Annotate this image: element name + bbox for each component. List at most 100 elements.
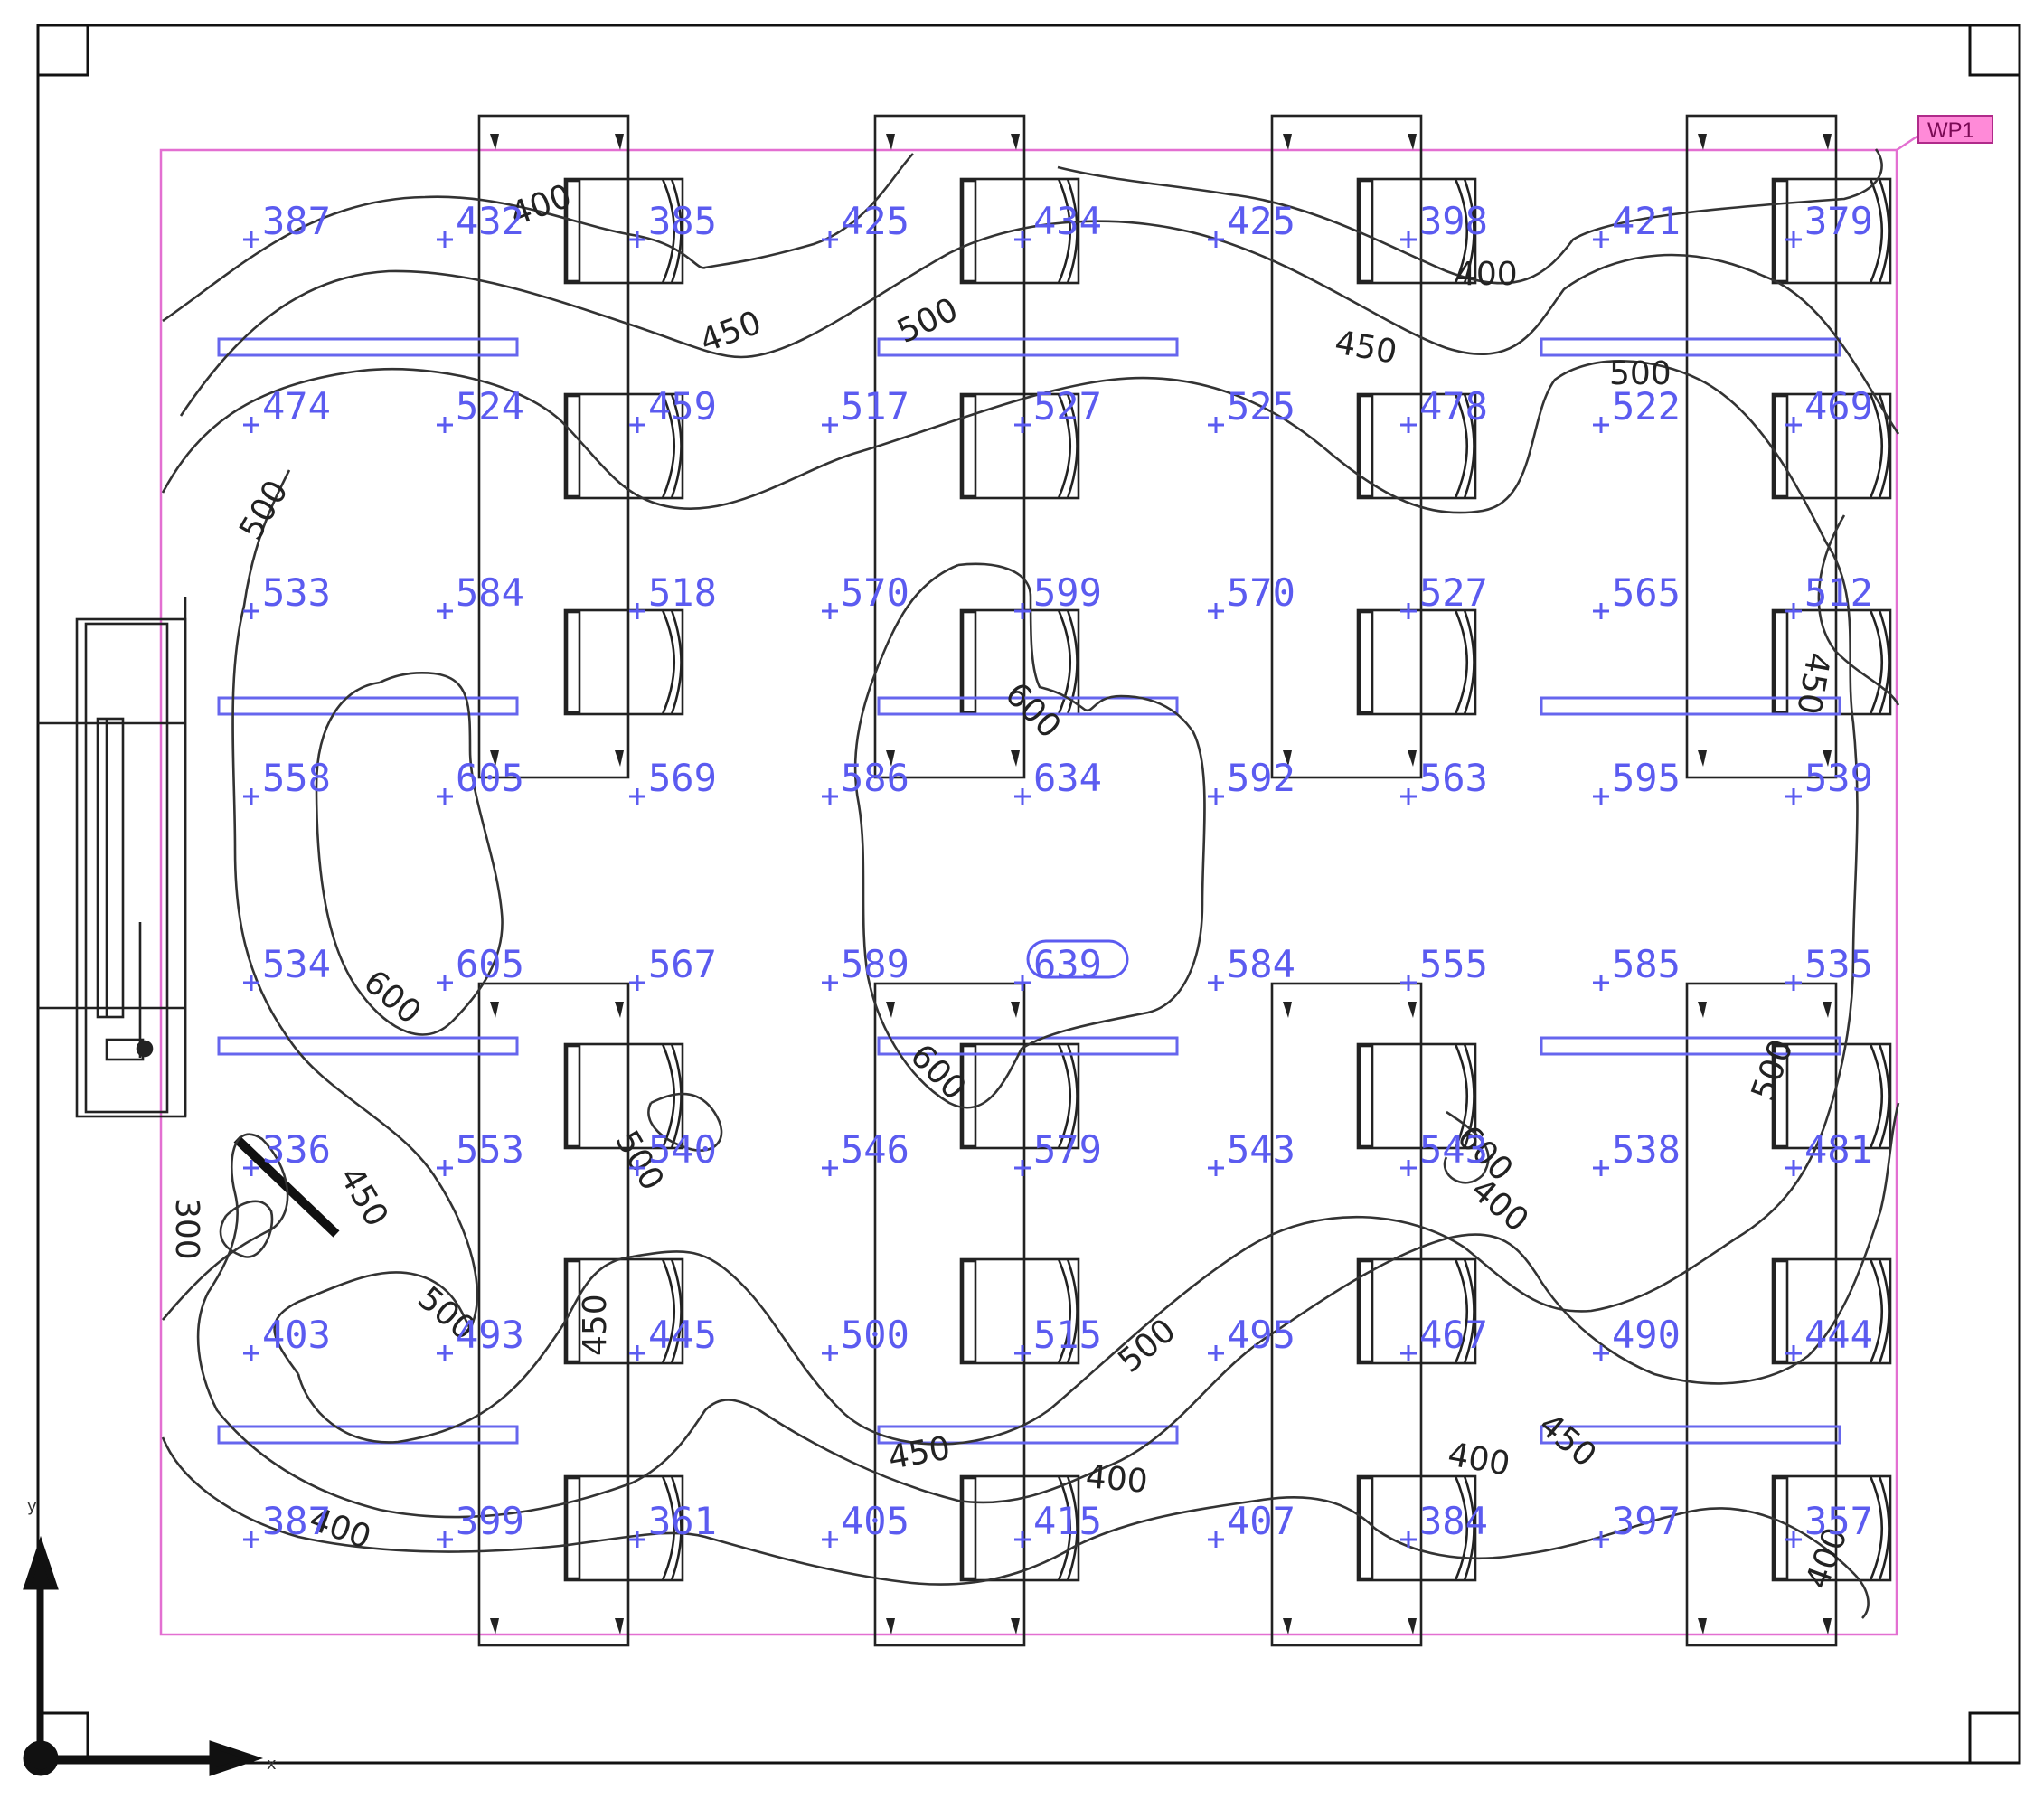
illuminance-value: 495 — [1227, 1313, 1295, 1357]
grid-point[interactable]: 546 — [822, 1127, 909, 1176]
isoline-450-lower — [162, 1102, 1900, 1519]
grid-point[interactable]: 567 — [629, 942, 717, 991]
isoline-label: 450 — [1332, 324, 1399, 371]
grid-point[interactable]: 515 — [1014, 1313, 1102, 1361]
chair — [563, 177, 684, 285]
grid-point[interactable]: 592 — [1208, 756, 1295, 805]
grid-point[interactable]: 336 — [243, 1127, 331, 1176]
isoline-label: 500 — [1745, 1034, 1801, 1106]
grid-point[interactable]: 524 — [437, 384, 524, 433]
illuminance-value: 546 — [841, 1127, 909, 1172]
grid-point[interactable]: 474 — [243, 384, 331, 433]
grid-point[interactable]: 434 — [1014, 199, 1102, 248]
grid-point[interactable]: 522 — [1593, 384, 1681, 433]
grid-point[interactable]: 527 — [1014, 384, 1102, 433]
grid-point[interactable]: 407 — [1208, 1499, 1295, 1548]
grid-point[interactable]: 495 — [1208, 1313, 1295, 1361]
grid-point[interactable]: 500 — [822, 1313, 909, 1361]
grid-point[interactable]: 639 — [1014, 939, 1129, 991]
grid-point[interactable]: 534 — [243, 942, 331, 991]
grid-point[interactable]: 459 — [629, 384, 717, 433]
grid-point[interactable]: 415 — [1014, 1499, 1102, 1548]
grid-point[interactable]: 467 — [1400, 1313, 1488, 1361]
grid-point[interactable]: 517 — [822, 384, 909, 433]
grid-point[interactable]: 493 — [437, 1313, 524, 1361]
grid-point[interactable]: 387 — [243, 199, 331, 248]
grid-point[interactable]: 535 — [1785, 942, 1873, 991]
isoline-label: 450 — [1789, 649, 1836, 717]
grid-point[interactable]: 385 — [629, 199, 717, 248]
grid-point[interactable]: 543 — [1208, 1127, 1295, 1176]
grid-point[interactable]: 445 — [629, 1313, 717, 1361]
grid-point[interactable]: 357 — [1785, 1499, 1873, 1548]
isoline-600-left — [315, 672, 504, 1036]
grid-point[interactable]: 565 — [1593, 570, 1681, 619]
chair — [563, 1257, 684, 1365]
illuminance-value: 605 — [456, 756, 524, 800]
grid-point[interactable]: 478 — [1400, 384, 1488, 433]
grid-point[interactable]: 405 — [822, 1499, 909, 1548]
grid-point[interactable]: 432 — [437, 199, 524, 248]
grid-point[interactable]: 595 — [1593, 756, 1681, 805]
grid-point[interactable]: 398 — [1400, 199, 1488, 248]
grid-point[interactable]: 543 — [1400, 1127, 1488, 1176]
grid-point[interactable]: 553 — [437, 1127, 524, 1176]
grid-point[interactable]: 555 — [1400, 942, 1488, 991]
grid-point[interactable]: 444 — [1785, 1313, 1873, 1361]
grid-point[interactable]: 589 — [822, 942, 909, 991]
illuminance-value: 538 — [1612, 1127, 1681, 1172]
grid-point[interactable]: 570 — [1208, 570, 1295, 619]
grid-point[interactable]: 527 — [1400, 570, 1488, 619]
grid-point[interactable]: 425 — [822, 199, 909, 248]
illuminance-value: 403 — [262, 1313, 331, 1357]
room-corners — [36, 24, 2021, 1765]
grid-point[interactable]: 490 — [1593, 1313, 1681, 1361]
illuminance-value: 579 — [1033, 1127, 1102, 1172]
grid-point[interactable]: 605 — [437, 756, 524, 805]
illuminance-value: 595 — [1612, 756, 1681, 800]
grid-point[interactable]: 397 — [1593, 1499, 1681, 1548]
illuminance-value: 397 — [1612, 1499, 1681, 1543]
chair — [1771, 177, 1892, 285]
grid-point[interactable]: 384 — [1400, 1499, 1488, 1548]
grid-point[interactable]: 558 — [243, 756, 331, 805]
grid-point[interactable]: 584 — [437, 570, 524, 619]
grid-point[interactable]: 579 — [1014, 1127, 1102, 1176]
grid-point[interactable]: 518 — [629, 570, 717, 619]
grid-point[interactable]: 525 — [1208, 384, 1295, 433]
chair — [1356, 1257, 1477, 1365]
illuminance-value: 421 — [1612, 199, 1681, 243]
grid-point[interactable]: 421 — [1593, 199, 1681, 248]
grid-point[interactable]: 563 — [1400, 756, 1488, 805]
grid-point[interactable]: 533 — [243, 570, 331, 619]
grid-point[interactable]: 379 — [1785, 199, 1873, 248]
grid-point[interactable]: 387 — [243, 1499, 331, 1548]
illuminance-value: 605 — [456, 942, 524, 986]
grid-point[interactable]: 605 — [437, 942, 524, 991]
grid-point[interactable]: 634 — [1014, 756, 1102, 805]
grid-point[interactable]: 569 — [629, 756, 717, 805]
grid-point[interactable]: 469 — [1785, 384, 1873, 433]
grid-point[interactable]: 584 — [1208, 942, 1295, 991]
grid-point[interactable]: 586 — [822, 756, 909, 805]
grid-point[interactable]: 361 — [629, 1499, 717, 1548]
grid-point[interactable]: 570 — [822, 570, 909, 619]
grid-point[interactable]: 403 — [243, 1313, 331, 1361]
illuminance-value: 563 — [1419, 756, 1488, 800]
illuminance-value: 469 — [1804, 384, 1873, 429]
grid-point[interactable]: 539 — [1785, 756, 1873, 805]
grid-point[interactable]: 538 — [1593, 1127, 1681, 1176]
desk-block — [477, 114, 684, 779]
grid-point[interactable]: 425 — [1208, 199, 1295, 248]
grid-point[interactable]: 585 — [1593, 942, 1681, 991]
grid-point[interactable]: 599 — [1014, 570, 1102, 619]
wp1-tag[interactable]: WP1 — [1896, 115, 1993, 152]
grid-point[interactable]: 512 — [1785, 570, 1873, 619]
illuminance-value: 385 — [648, 199, 717, 243]
grid-point[interactable]: 399 — [437, 1499, 524, 1548]
grid-point[interactable]: 481 — [1785, 1127, 1873, 1176]
isoline-500-left — [231, 469, 479, 1375]
grid-point[interactable]: 540 — [629, 1127, 717, 1176]
desk-block — [1270, 982, 1477, 1647]
chair — [959, 1257, 1080, 1365]
